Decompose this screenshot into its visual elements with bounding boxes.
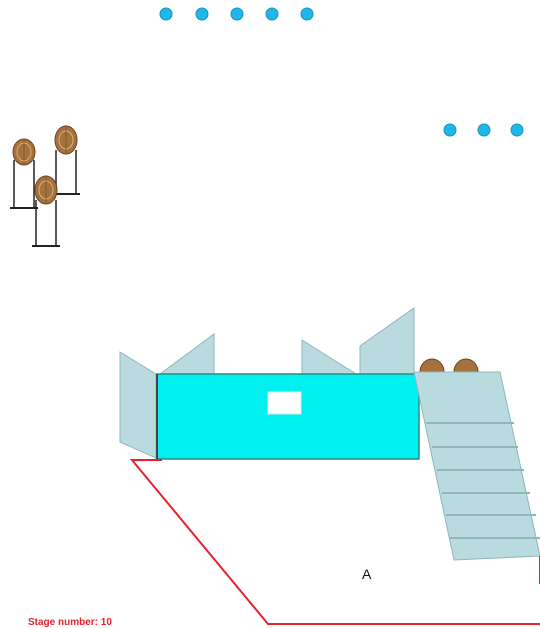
wing-panel	[119, 351, 157, 459]
wing-panel	[301, 339, 358, 375]
wing-panel	[158, 333, 215, 375]
steel-target-icon	[443, 123, 457, 137]
paper-target-group-left	[10, 125, 80, 247]
paper-target-icon	[10, 138, 38, 209]
stage-number-text: Stage number: 10	[28, 617, 112, 628]
steel-target-icon	[477, 123, 491, 137]
wing-panel	[359, 307, 415, 375]
paper-target-icon	[32, 175, 60, 247]
steel-target-row-top	[159, 7, 314, 21]
ladder-ramp	[413, 371, 540, 561]
steel-target-icon	[510, 123, 524, 137]
shooting-area-boundary	[129, 459, 540, 625]
steel-target-icon	[195, 7, 209, 21]
steel-target-icon	[159, 7, 173, 21]
barricade-wall	[156, 373, 420, 460]
steel-target-icon	[265, 7, 279, 21]
steel-target-row-right	[443, 123, 524, 137]
shooting-port	[267, 391, 302, 415]
paper-target-icon	[52, 125, 80, 195]
steel-target-icon	[230, 7, 244, 21]
steel-target-icon	[300, 7, 314, 21]
shooting-area-label: A	[362, 566, 372, 582]
